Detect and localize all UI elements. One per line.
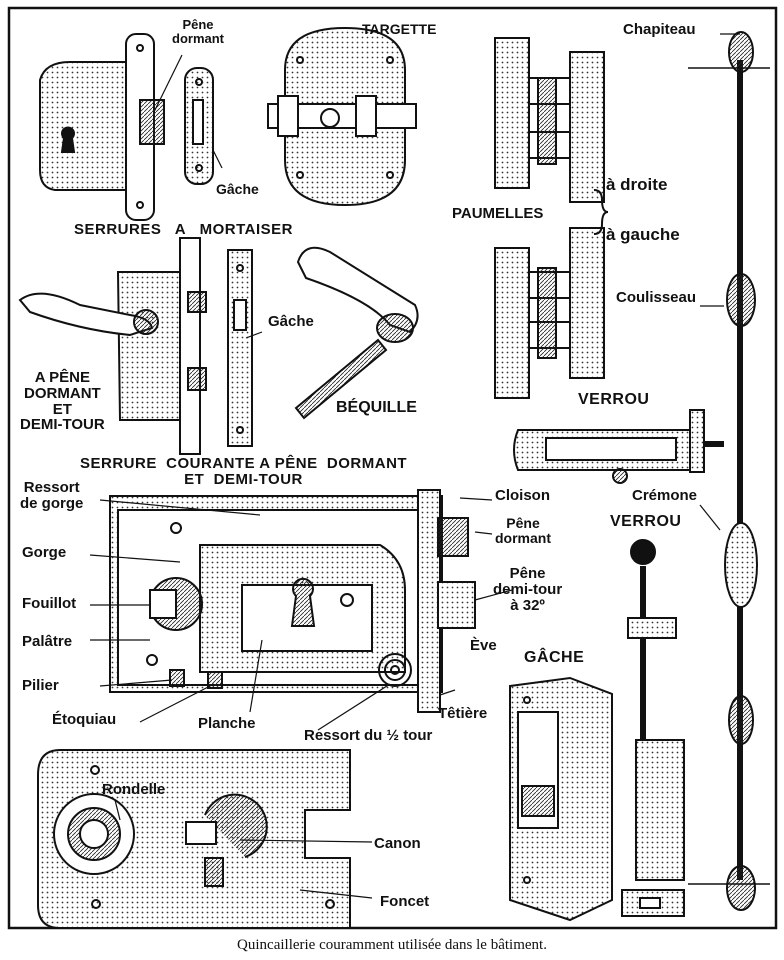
figure-caption: Quincaillerie couramment utilisée dans l… [237, 937, 547, 953]
label-gache-top: Gâche [216, 181, 259, 197]
mortise-lock-top-drawing [39, 33, 165, 221]
paumelles-brace [593, 189, 609, 235]
label-a-droite: à droite [606, 175, 668, 194]
mortise-lock-handle-drawing [18, 237, 207, 455]
label-rondelle: Rondelle [102, 781, 166, 798]
label-tetiere: Têtière [438, 705, 488, 722]
label-verrou-1: VERROU [578, 391, 650, 408]
paumelle-right-drawing [494, 37, 605, 203]
plate-frame [7, 6, 778, 930]
strike-plate-top-drawing [184, 67, 214, 185]
label-paumelles: PAUMELLES [452, 205, 544, 222]
paumelle-left-drawing [494, 227, 605, 399]
label-gache-mid: Gâche [268, 313, 314, 330]
targette-drawing [267, 26, 417, 207]
strike-plate-mid-drawing [227, 249, 253, 447]
rim-lock-drawing [109, 489, 476, 713]
label-gache-big: GÂCHE [524, 649, 585, 666]
label-pene-dormant-top: Pêne dormant [172, 17, 224, 46]
label-gorge: Gorge [22, 544, 67, 561]
label-ressort-demi-tour: Ressort du ½ tour [304, 727, 433, 744]
leader-lines [89, 33, 740, 899]
label-foncet: Foncet [380, 893, 430, 910]
label-planche: Planche [198, 715, 256, 732]
label-ressort-de-gorge: Ressort de gorge [20, 479, 84, 512]
label-cloison: Cloison [495, 487, 550, 504]
label-targette: TARGETTE [362, 21, 437, 37]
label-etoquiau: Étoquiau [52, 711, 117, 728]
label-canon: Canon [374, 835, 421, 852]
label-cremone: Crémone [632, 487, 698, 504]
verrou-vertical-drawing [621, 539, 685, 917]
label-pilier: Pilier [22, 677, 59, 694]
label-serrure-courante: SERRURE COURANTE A PÊNE DORMANT ET DEMI-… [80, 455, 408, 488]
label-fouillot: Fouillot [22, 595, 77, 612]
label-serrures-a-mortaiser: SERRURES A MORTAISER [74, 221, 293, 238]
label-chapiteau: Chapiteau [623, 21, 696, 38]
cremone-drawing [688, 31, 770, 911]
verrou-horizontal-drawing [513, 409, 724, 484]
foncet-plate-drawing [37, 749, 351, 929]
label-palatre: Palâtre [22, 633, 73, 650]
label-a-pene-dormant: A PÊNE DORMANT ET DEMI-TOUR [20, 369, 105, 434]
label-a-gauche: à gauche [606, 225, 680, 244]
gache-box-drawing [509, 676, 613, 922]
label-eve: Ève [470, 637, 497, 654]
label-coulisseau: Coulisseau [616, 289, 697, 306]
label-pene-dormant-lock: Pêne dormant [495, 515, 551, 546]
label-pene-demi-tour: Pêne demi-tour à 32º [493, 565, 563, 614]
bequille-drawing [294, 246, 419, 420]
label-verrou-2: VERROU [610, 513, 682, 530]
label-bequille: BÉQUILLE [336, 399, 417, 416]
